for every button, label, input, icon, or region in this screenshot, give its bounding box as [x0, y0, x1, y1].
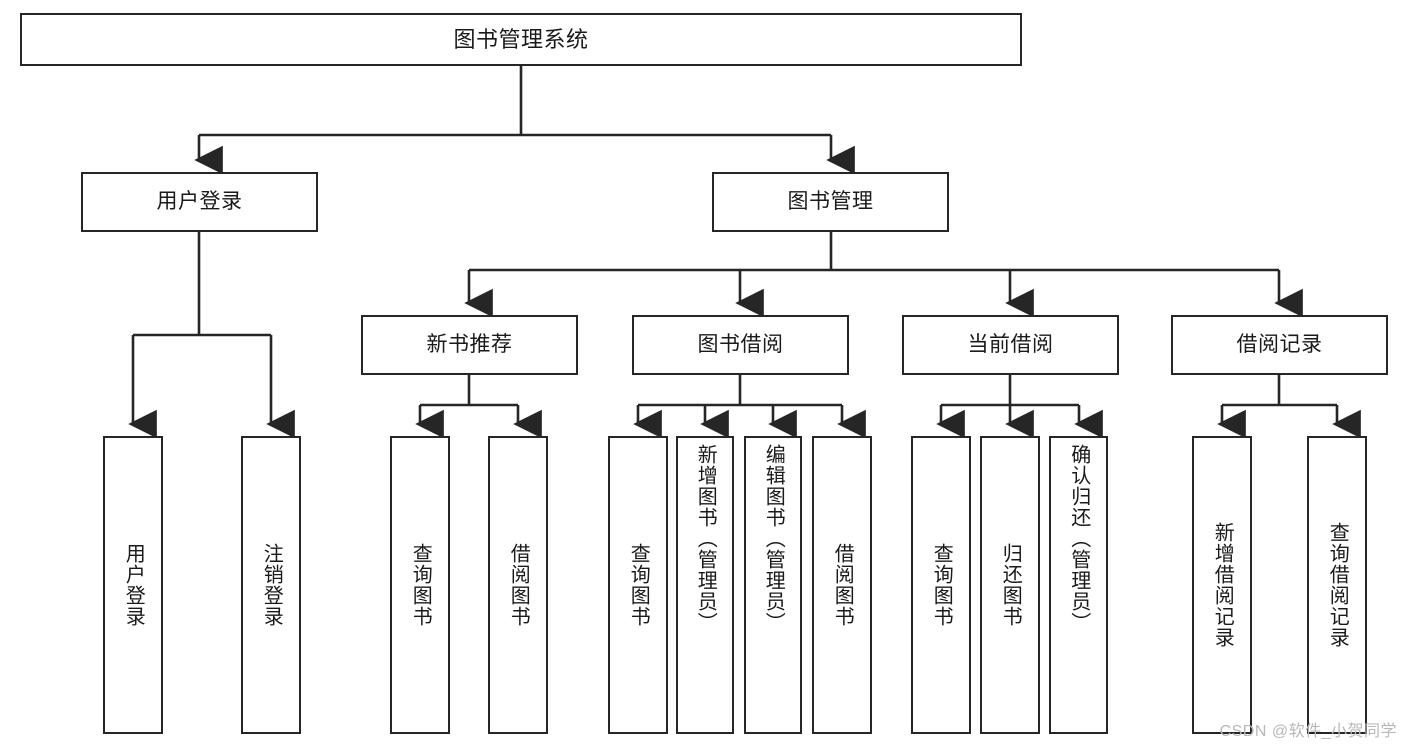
csdn-watermark: CSDN @软件_小贺同学: [1219, 723, 1397, 740]
node-label: 借阅图书: [831, 543, 854, 627]
node-label: 图书管理系统: [453, 26, 589, 52]
leaf-add-borrow-record[interactable]: 新增借阅记录: [1192, 436, 1252, 734]
leaf-query-book-current[interactable]: 查询图书: [911, 436, 971, 734]
node-label: 新增图书（管理员）: [694, 444, 717, 633]
node-label: 图书借阅: [697, 332, 784, 356]
node-label: 查询图书: [930, 543, 953, 627]
node-new-book-recommendation[interactable]: 新书推荐: [361, 315, 578, 375]
node-label: 注销登录: [260, 543, 283, 627]
node-label: 新增借阅记录: [1211, 522, 1234, 648]
node-label: 用户登录: [156, 189, 243, 213]
node-label: 编辑图书（管理员）: [762, 444, 785, 633]
node-label: 借阅记录: [1236, 332, 1323, 356]
node-label: 借阅图书: [507, 543, 530, 627]
leaf-logout[interactable]: 注销登录: [241, 436, 301, 734]
leaf-borrow-book[interactable]: 借阅图书: [812, 436, 872, 734]
leaf-query-book-new[interactable]: 查询图书: [390, 436, 450, 734]
node-label: 查询借阅记录: [1326, 522, 1349, 648]
leaf-query-book-borrow[interactable]: 查询图书: [608, 436, 668, 734]
node-label: 用户登录: [122, 543, 145, 627]
node-borrowing-records[interactable]: 借阅记录: [1171, 315, 1388, 375]
node-current-borrowing[interactable]: 当前借阅: [902, 315, 1119, 375]
node-root-book-management-system[interactable]: 图书管理系统: [20, 13, 1022, 66]
leaf-user-login[interactable]: 用户登录: [103, 436, 163, 734]
leaf-return-book[interactable]: 归还图书: [980, 436, 1040, 734]
leaf-query-borrow-record[interactable]: 查询借阅记录: [1307, 436, 1367, 734]
node-book-management[interactable]: 图书管理: [712, 172, 949, 232]
leaf-confirm-return-admin[interactable]: 确认归还（管理员）: [1049, 436, 1108, 734]
node-label: 新书推荐: [426, 332, 513, 356]
node-book-borrowing[interactable]: 图书借阅: [632, 315, 849, 375]
node-label: 确认归还（管理员）: [1067, 444, 1090, 633]
leaf-edit-book-admin[interactable]: 编辑图书（管理员）: [744, 436, 802, 734]
node-label: 归还图书: [999, 543, 1022, 627]
node-label: 查询图书: [409, 543, 432, 627]
node-label: 查询图书: [627, 543, 650, 627]
leaf-borrow-book-new[interactable]: 借阅图书: [488, 436, 548, 734]
node-label: 图书管理: [787, 189, 874, 213]
node-user-login[interactable]: 用户登录: [81, 172, 318, 232]
leaf-add-book-admin[interactable]: 新增图书（管理员）: [676, 436, 734, 734]
node-label: 当前借阅: [967, 332, 1054, 356]
